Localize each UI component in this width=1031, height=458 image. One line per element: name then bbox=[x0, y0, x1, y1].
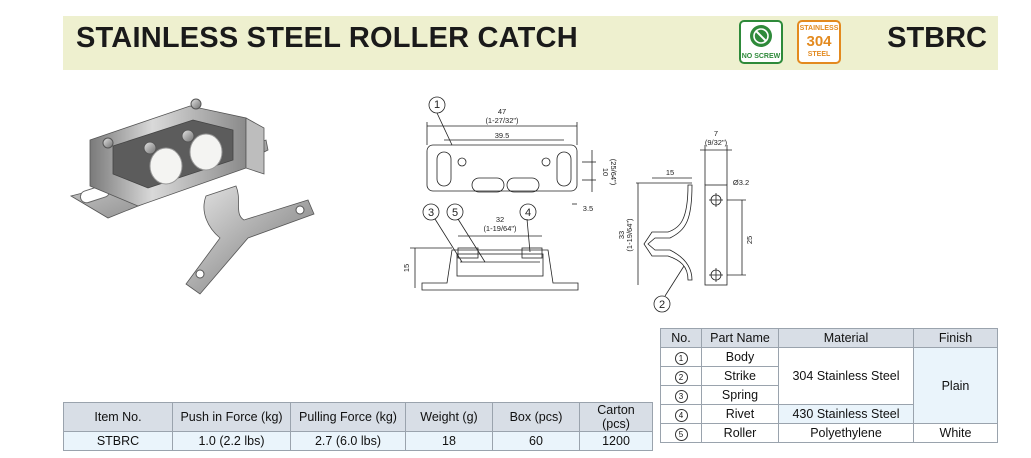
part-material: Polyethylene bbox=[778, 423, 914, 443]
spec-pull: 2.7 (6.0 lbs) bbox=[290, 431, 406, 451]
table-row: 3 Spring bbox=[660, 385, 998, 405]
callout-4: 4 bbox=[525, 207, 531, 219]
dim-side-width-in: (1-19/64") bbox=[483, 224, 517, 233]
page-title: STAINLESS STEEL ROLLER CATCH bbox=[76, 22, 578, 54]
part-material: 304 Stainless Steel bbox=[778, 347, 914, 405]
no-screw-icon bbox=[750, 25, 772, 47]
dim-overall: 47 bbox=[498, 107, 506, 116]
table-row: 2 Strike bbox=[660, 366, 998, 386]
dim-strike-depth: 15 bbox=[666, 168, 674, 177]
part-name: Roller bbox=[701, 423, 779, 443]
parts-header-name: Part Name bbox=[701, 328, 779, 348]
spec-box: 60 bbox=[492, 431, 580, 451]
spec-table: Item No. Push in Force (kg) Pulling Forc… bbox=[63, 402, 653, 451]
part-no: 2 bbox=[660, 366, 702, 386]
dim-side-height: 15 bbox=[402, 264, 411, 272]
spec-header-pull: Pulling Force (kg) bbox=[290, 402, 406, 432]
parts-header-row: No. Part Name Material Finish bbox=[660, 328, 998, 348]
dim-overall-in: (1-27/32") bbox=[485, 116, 519, 125]
dim-strike-thickness: 7 bbox=[714, 129, 718, 138]
part-name: Body bbox=[701, 347, 779, 367]
dim-strike-height: 33 bbox=[617, 231, 626, 239]
spec-header-box: Box (pcs) bbox=[492, 402, 580, 432]
badge-stainless-label: STAINLESS bbox=[799, 25, 839, 32]
part-material: 430 Stainless Steel bbox=[778, 404, 914, 424]
no-screw-label: NO SCREW bbox=[741, 53, 781, 60]
part-name: Strike bbox=[701, 366, 779, 386]
part-no: 4 bbox=[660, 404, 702, 424]
table-row: STBRC 1.0 (2.2 lbs) 2.7 (6.0 lbs) 18 60 … bbox=[63, 431, 653, 451]
dim-edge: 3.5 bbox=[583, 204, 593, 213]
spec-weight: 18 bbox=[405, 431, 493, 451]
parts-table: No. Part Name Material Finish 1 Body 304… bbox=[660, 328, 998, 443]
dim-strike-hole-pitch: 25 bbox=[745, 236, 754, 244]
part-finish: White bbox=[913, 423, 998, 443]
part-no: 5 bbox=[660, 423, 702, 443]
table-row: 5 Roller Polyethylene White bbox=[660, 423, 998, 443]
parts-header-no: No. bbox=[660, 328, 702, 348]
dim-side-width: 32 bbox=[496, 215, 504, 224]
header-band bbox=[63, 16, 998, 70]
spec-header-carton: Carton (pcs) bbox=[579, 402, 653, 432]
callout-1: 1 bbox=[434, 99, 440, 111]
callout-5: 5 bbox=[452, 207, 458, 219]
dim-height-in: (25/64") bbox=[609, 159, 618, 186]
part-no: 3 bbox=[660, 385, 702, 405]
spec-header-item: Item No. bbox=[63, 402, 173, 432]
spec-carton: 1200 bbox=[579, 431, 653, 451]
part-name: Spring bbox=[701, 385, 779, 405]
dim-hole-pitch: 39.5 bbox=[495, 131, 510, 140]
dim-height: 10 bbox=[601, 168, 610, 176]
spec-header-weight: Weight (g) bbox=[405, 402, 493, 432]
no-screw-badge: NO SCREW bbox=[739, 20, 783, 64]
callout-3: 3 bbox=[428, 207, 434, 219]
technical-drawing: 1 2 3 4 5 47 (1-27/32") 39.5 10 (25/64")… bbox=[402, 96, 754, 313]
spec-item: STBRC bbox=[63, 431, 173, 451]
dim-strike-thickness-in: (9/32") bbox=[705, 138, 728, 147]
parts-header-material: Material bbox=[778, 328, 914, 348]
product-photo bbox=[69, 98, 315, 295]
stainless-304-badge: STAINLESS 304 STEEL bbox=[797, 20, 841, 64]
parts-header-finish: Finish bbox=[913, 328, 998, 348]
dim-strike-height-in: (1-19/64") bbox=[625, 218, 634, 252]
spec-header-row: Item No. Push in Force (kg) Pulling Forc… bbox=[63, 402, 653, 432]
part-no: 1 bbox=[660, 347, 702, 367]
spec-push: 1.0 (2.2 lbs) bbox=[172, 431, 291, 451]
spec-header-push: Push in Force (kg) bbox=[172, 402, 291, 432]
product-code: STBRC bbox=[887, 22, 987, 54]
badge-steel-label: STEEL bbox=[807, 51, 831, 58]
part-name: Rivet bbox=[701, 404, 779, 424]
part-finish: Plain bbox=[913, 347, 998, 424]
badge-304-label: 304 bbox=[806, 33, 832, 50]
table-row: 1 Body 304 Stainless Steel Plain bbox=[660, 347, 998, 424]
dim-strike-hole: Ø3.2 bbox=[733, 178, 749, 187]
callout-2: 2 bbox=[659, 299, 665, 311]
